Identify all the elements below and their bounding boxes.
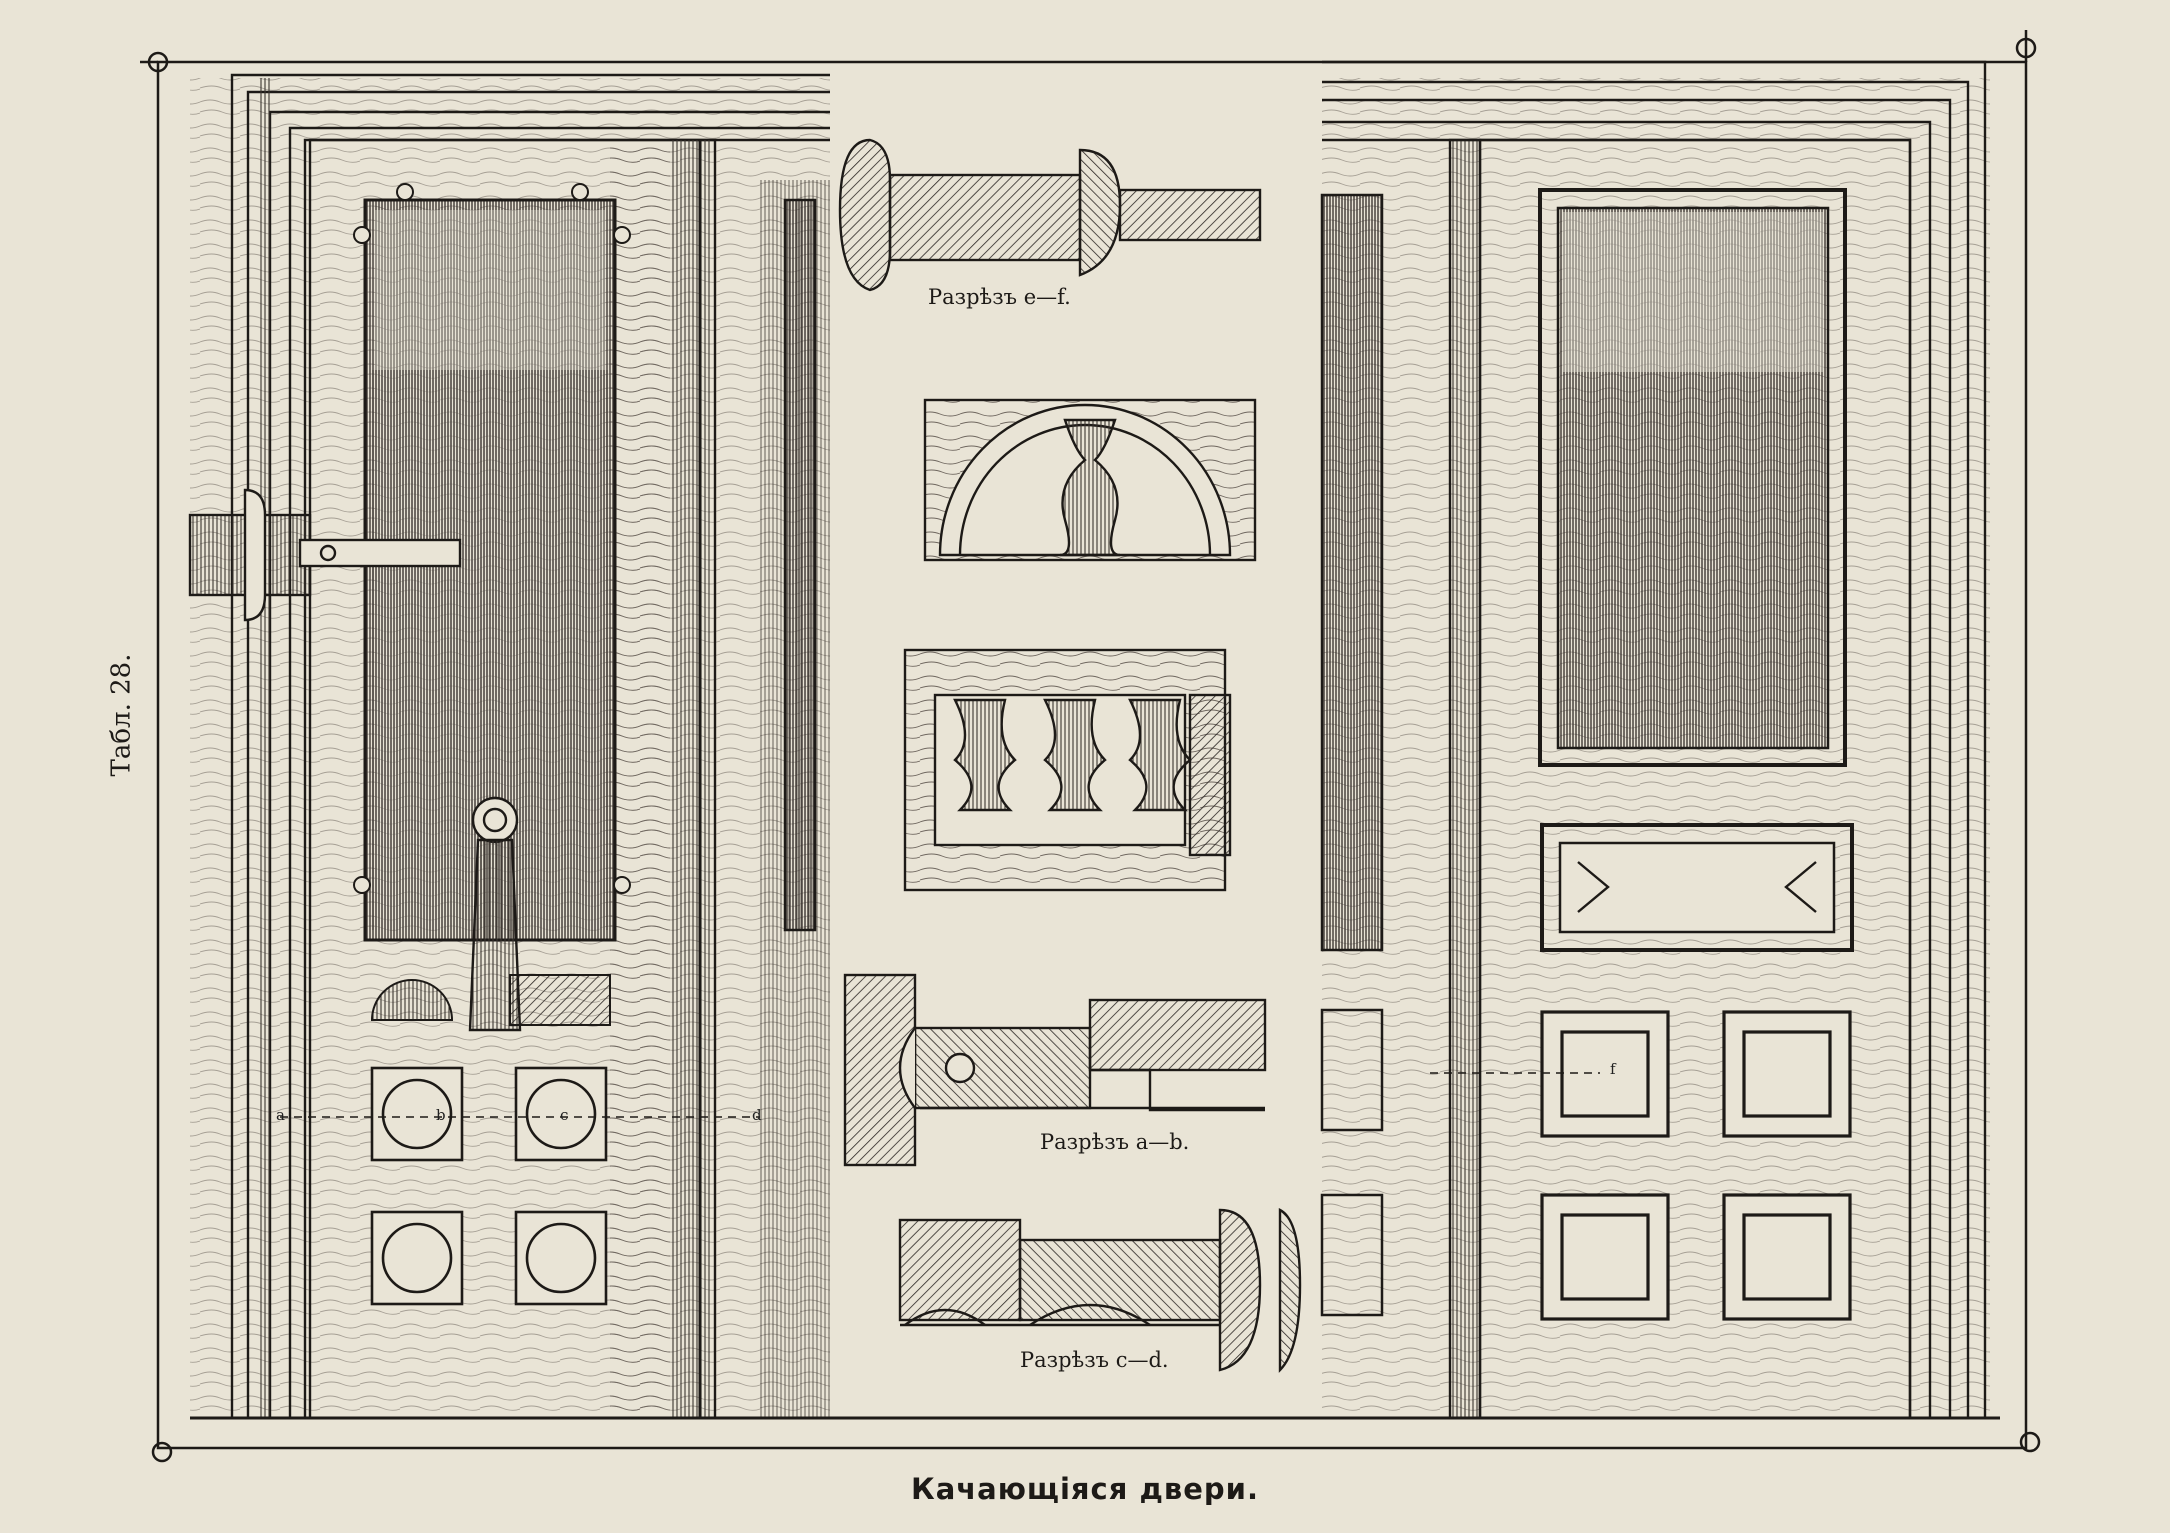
section-a-b-drawing bbox=[843, 973, 1267, 1167]
left-door-elevation bbox=[188, 73, 830, 1420]
section-c-d-drawing bbox=[898, 1208, 1302, 1373]
marker-b: b bbox=[436, 1106, 446, 1124]
section-c-d-label: Разрѣзъ c—d. bbox=[1020, 1348, 1169, 1372]
plate-caption: Качающіяся двери. bbox=[910, 1472, 1259, 1506]
marker-a: a bbox=[276, 1106, 285, 1124]
section-a-b-label: Разрѣзъ a—b. bbox=[1040, 1130, 1190, 1154]
marker-d: d bbox=[752, 1106, 762, 1124]
arch-section-drawing bbox=[923, 398, 1257, 562]
section-e-f-drawing bbox=[838, 138, 1262, 292]
section-e-f-label: Разрѣзъ e—f. bbox=[928, 285, 1071, 309]
marker-c: c bbox=[560, 1106, 569, 1124]
right-door-elevation bbox=[1320, 60, 1990, 1420]
marker-f: f bbox=[1610, 1060, 1616, 1078]
baluster-section-drawing bbox=[903, 648, 1232, 892]
plate-border bbox=[140, 30, 2041, 1463]
plate-number: Табл. 28. bbox=[106, 653, 137, 777]
